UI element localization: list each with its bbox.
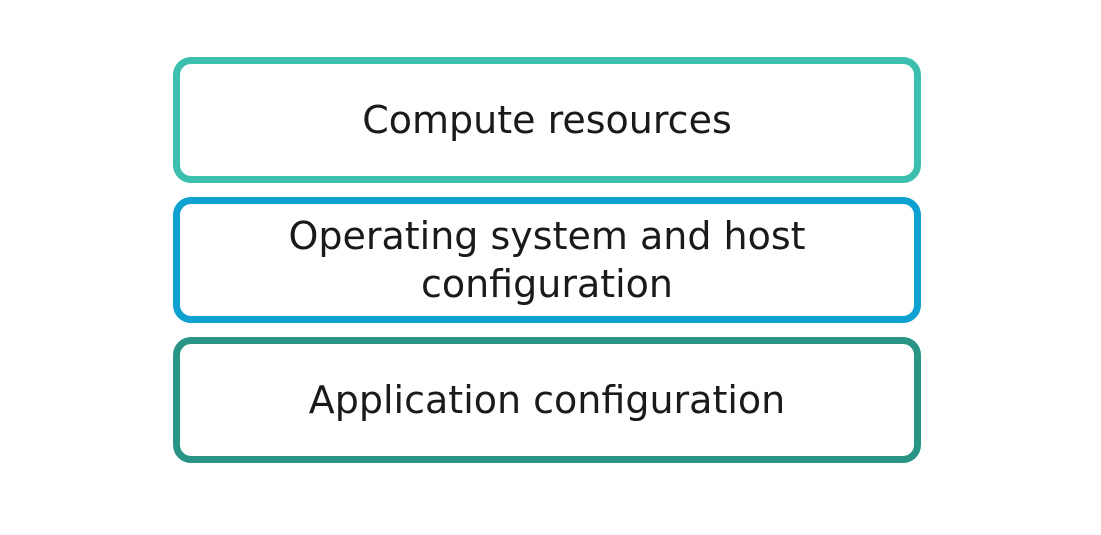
layer-label: Operating system and host configuration — [288, 214, 806, 306]
layer-application-configuration: Application configuration — [173, 337, 921, 463]
layer-label: Application configuration — [308, 378, 786, 422]
layer-label: Compute resources — [362, 98, 732, 142]
layer-compute-resources: Compute resources — [173, 57, 921, 183]
layer-stack: Compute resources Operating system and h… — [173, 57, 921, 463]
layer-os-host-configuration: Operating system and host configuration — [173, 197, 921, 323]
